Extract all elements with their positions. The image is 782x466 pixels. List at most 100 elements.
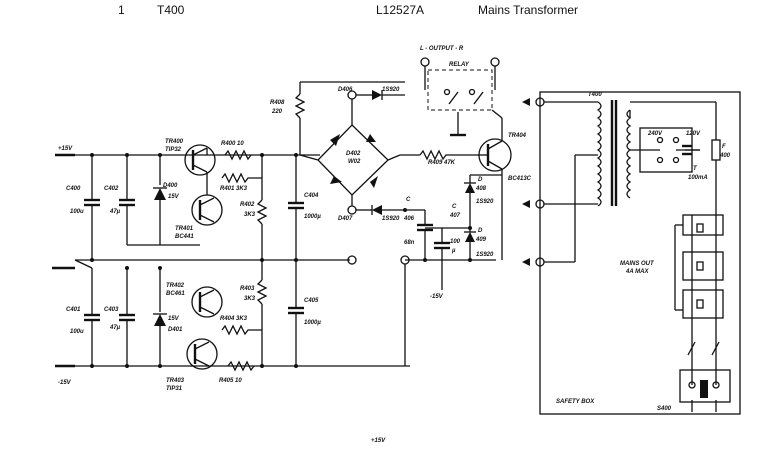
label-plus15-bottom: +15V (371, 438, 386, 444)
label-d401: D401 (168, 327, 183, 333)
header-reference: T400 (157, 3, 185, 17)
label-d406-value: 1S920 (382, 87, 400, 93)
label-d402: D402 (346, 151, 361, 157)
power-switch-s400 (679, 341, 731, 412)
transistor-tr400 (184, 144, 216, 195)
label-fuse-value: 100mA (688, 175, 708, 181)
label-c405: C405 (304, 298, 319, 304)
label-c403: C403 (104, 307, 119, 313)
label-mains-max: 4A MAX (625, 269, 649, 275)
label-r409: R409 47K (428, 160, 456, 166)
label-tr403: TR403 (166, 378, 185, 384)
diode-d407 (347, 195, 405, 215)
label-c407-number: 407 (449, 213, 461, 219)
capacitor-c400 (84, 155, 100, 260)
label-tr404: TR404 (508, 133, 527, 139)
header-part-number: L12527A (376, 3, 425, 17)
label-r402-value: 3K3 (244, 212, 256, 218)
label-tr402: TR402 (166, 283, 185, 289)
label-c401-value: 100u (70, 329, 84, 335)
capacitor-c403 (119, 268, 135, 366)
terminal-node (347, 255, 357, 265)
label-c404: C404 (304, 193, 319, 199)
label-s400: S400 (657, 406, 672, 412)
label-c404-value: 1000µ (304, 214, 321, 220)
label-c405-value: 1000µ (304, 320, 321, 326)
label-c407-unit: µ (451, 248, 456, 254)
label-tr403-value: TIP31 (166, 386, 183, 392)
label-tr400-value: TIP32 (165, 147, 182, 153)
transistor-tr401 (191, 194, 223, 226)
label-d401-value: 15V (168, 316, 180, 322)
label-d400-value: 15V (168, 194, 180, 200)
resistor-r405 (227, 360, 255, 372)
capacitor-c402 (119, 155, 200, 246)
label-240v: 240V (647, 131, 663, 137)
mains-terminals (522, 97, 598, 267)
resistor-r403 (256, 260, 268, 366)
label-c400-value: 100u (70, 209, 84, 215)
relay (420, 57, 503, 137)
label-c401: C401 (66, 307, 81, 313)
label-d408-value: 1S920 (476, 199, 494, 205)
capacitor-c405 (288, 260, 304, 366)
resistor-r409 (400, 149, 476, 161)
label-r404: R404 3K3 (220, 316, 248, 322)
label-safety-box: SAFETY BOX (556, 399, 595, 405)
label-r402: R402 (240, 202, 255, 208)
label-plus15: +15V (58, 146, 73, 152)
resistor-r400 (224, 149, 252, 161)
label-r400: R400 10 (221, 141, 244, 147)
label-d409: D (478, 228, 483, 234)
voltage-selector (629, 110, 700, 173)
zener-d400 (153, 155, 167, 245)
capacitor-c404 (288, 155, 304, 260)
label-tr401-value: BC441 (175, 234, 194, 240)
label-d408: D (478, 177, 483, 183)
label-d402-value: W02 (348, 159, 361, 165)
label-d407-value: 1S920 (382, 216, 400, 222)
resistor-r404 (221, 324, 262, 336)
label-d408-number: 408 (475, 186, 487, 192)
transistor-tr404 (470, 118, 512, 260)
label-d400: D400 (163, 183, 178, 189)
transformer-t400 (596, 100, 632, 207)
diode-d408 (464, 175, 476, 228)
label-f400-number: 400 (719, 153, 731, 159)
junction-dots (90, 153, 472, 368)
label-r408: R408 (270, 100, 285, 106)
header-item-number: 1 (118, 3, 125, 17)
label-c403-value: 47µ (109, 325, 121, 331)
transistor-tr403 (186, 338, 218, 370)
label-minus15-c407: -15V (430, 294, 444, 300)
resistor-r402 (256, 155, 268, 260)
label-d406: D406 (338, 87, 353, 93)
resistor-r401 (221, 172, 262, 184)
header-description: Mains Transformer (478, 3, 579, 17)
capacitor-c407 (425, 227, 470, 282)
label-t400: T400 (588, 92, 602, 98)
label-fuse-t: T (693, 166, 698, 172)
label-r405: R405 10 (219, 378, 242, 384)
label-r408-value: 220 (271, 109, 283, 115)
label-tr402-value: BC461 (166, 291, 185, 297)
label-c400: C400 (66, 186, 81, 192)
transistor-tr402 (191, 286, 223, 318)
label-mains-out: MAINS OUT (620, 261, 655, 267)
mains-outlets (674, 214, 724, 385)
rail-ground (52, 259, 350, 270)
label-minus15: -15V (58, 380, 72, 386)
label-c402-value: 47µ (109, 209, 121, 215)
capacitor-c401 (84, 268, 100, 366)
label-d409-value: 1S920 (476, 252, 494, 258)
label-c402: C402 (104, 186, 119, 192)
label-120v: 120V (686, 131, 701, 137)
label-r403: R403 (240, 286, 255, 292)
label-c407-value: 100 (450, 239, 461, 245)
capacitor-c406 (405, 209, 496, 261)
label-c407: C (452, 204, 457, 210)
label-c406: C (406, 197, 411, 203)
zener-d401 (153, 268, 167, 366)
label-r403-value: 3K3 (244, 296, 256, 302)
